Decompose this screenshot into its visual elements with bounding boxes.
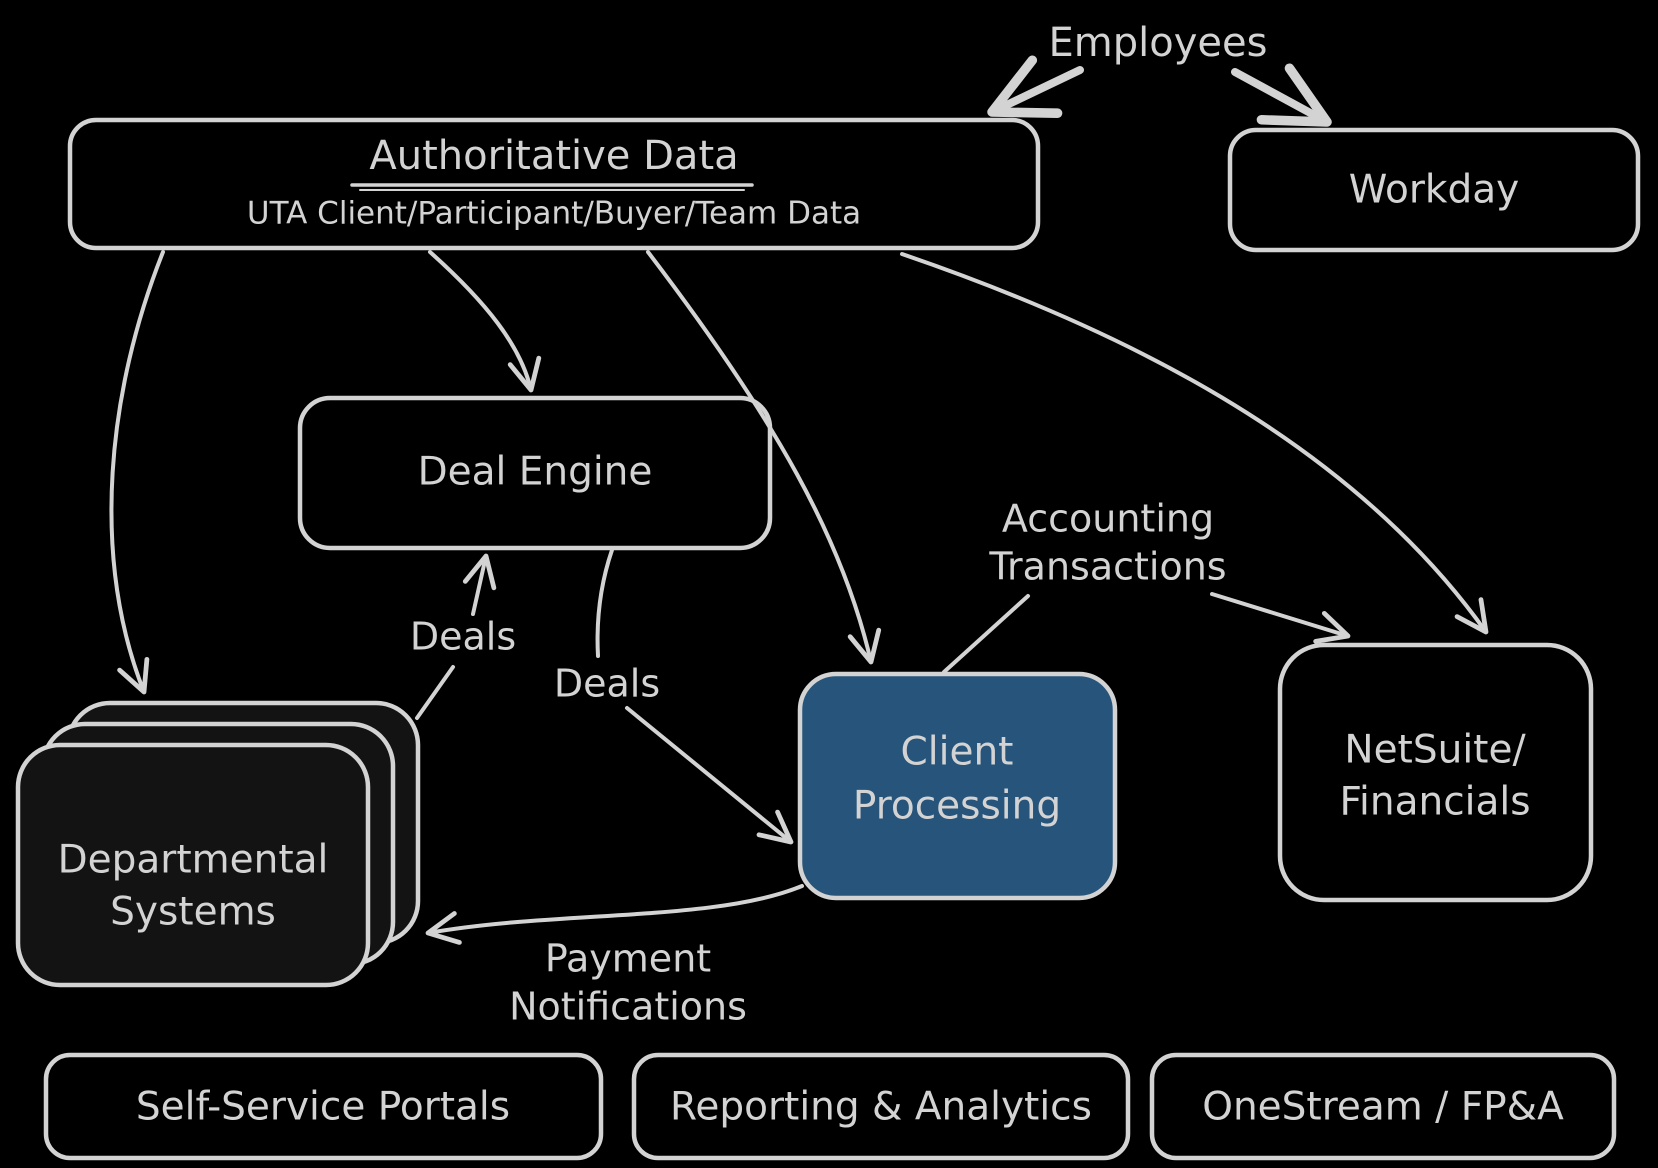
- accounting-transactions-label-line1: Accounting: [1002, 497, 1214, 541]
- edge-authdata-to-departmental: [109, 250, 165, 695]
- edge-departmental-to-deal-engine-lower: [415, 665, 455, 720]
- client-processing-label-line1: Client: [901, 730, 1014, 775]
- reporting-analytics-label: Reporting & Analytics: [670, 1085, 1092, 1130]
- departmental-label-line1: Departmental: [58, 838, 329, 883]
- edge-authdata-to-deal-engine: [428, 250, 542, 393]
- self-service-portals-label: Self-Service Portals: [136, 1085, 510, 1130]
- node-authoritative-data: Authoritative Data UTA Client/Participan…: [67, 117, 1041, 251]
- deal-engine-label: Deal Engine: [418, 450, 653, 495]
- netsuite-box: [1277, 642, 1594, 903]
- node-deal-engine: Deal Engine: [297, 395, 773, 551]
- accounting-transactions-label-line2: Transactions: [988, 545, 1226, 589]
- node-onestream-fpa: OneStream / FP&A: [1149, 1052, 1617, 1161]
- departmental-label-line2: Systems: [110, 890, 276, 935]
- node-reporting-analytics: Reporting & Analytics: [631, 1052, 1131, 1161]
- edge-client-to-netsuite-upper: [1210, 592, 1351, 644]
- node-client-processing: Client Processing: [797, 671, 1118, 901]
- payment-notifications-label-line2: Notifications: [509, 985, 747, 1029]
- deals-label-deal-engine: Deals: [410, 615, 516, 659]
- edge-employees-to-authoritative-data: [987, 55, 1084, 118]
- workday-box: [1227, 127, 1641, 253]
- onestream-fpa-label: OneStream / FP&A: [1202, 1085, 1564, 1130]
- edge-authdata-to-netsuite: [900, 252, 1489, 635]
- client-processing-label-line2: Processing: [853, 784, 1061, 829]
- reporting-analytics-box: [631, 1052, 1131, 1161]
- authoritative-data-subtitle: UTA Client/Participant/Buyer/Team Data: [247, 196, 861, 232]
- employees-label: Employees: [1049, 20, 1268, 66]
- edge-employees-to-workday: [1231, 63, 1332, 127]
- edge-deal-engine-to-client-lower: [625, 706, 794, 845]
- node-netsuite-financials: NetSuite/ Financials: [1277, 642, 1594, 903]
- payment-notifications-label-line1: Payment: [545, 937, 711, 981]
- authoritative-data-box: [67, 117, 1041, 251]
- edge-deal-engine-to-client-upper: [595, 548, 614, 658]
- onestream-fpa-box: [1149, 1052, 1617, 1161]
- edge-authdata-to-client-processing: [646, 250, 882, 665]
- edges: [109, 55, 1489, 945]
- netsuite-label-line2: Financials: [1339, 780, 1530, 825]
- deal-engine-box: [297, 395, 773, 551]
- departmental-box-front: [15, 742, 371, 988]
- edge-departmental-to-deal-engine-upper: [462, 553, 497, 616]
- deals-label-client-processing: Deals: [554, 662, 660, 706]
- edge-labels: Employees Deals Deals Accounting Transac…: [410, 20, 1268, 1029]
- self-service-portals-box: [43, 1052, 604, 1161]
- node-departmental-systems: Departmental Systems: [15, 700, 421, 988]
- client-processing-box: [797, 671, 1118, 901]
- edge-client-to-departmental: [425, 884, 804, 945]
- node-self-service-portals: Self-Service Portals: [43, 1052, 604, 1161]
- workday-label: Workday: [1349, 168, 1520, 213]
- netsuite-label-line1: NetSuite/: [1344, 728, 1526, 773]
- edge-client-to-netsuite-lower: [942, 594, 1030, 674]
- node-workday: Workday: [1227, 127, 1641, 253]
- authoritative-data-title: Authoritative Data: [369, 133, 738, 179]
